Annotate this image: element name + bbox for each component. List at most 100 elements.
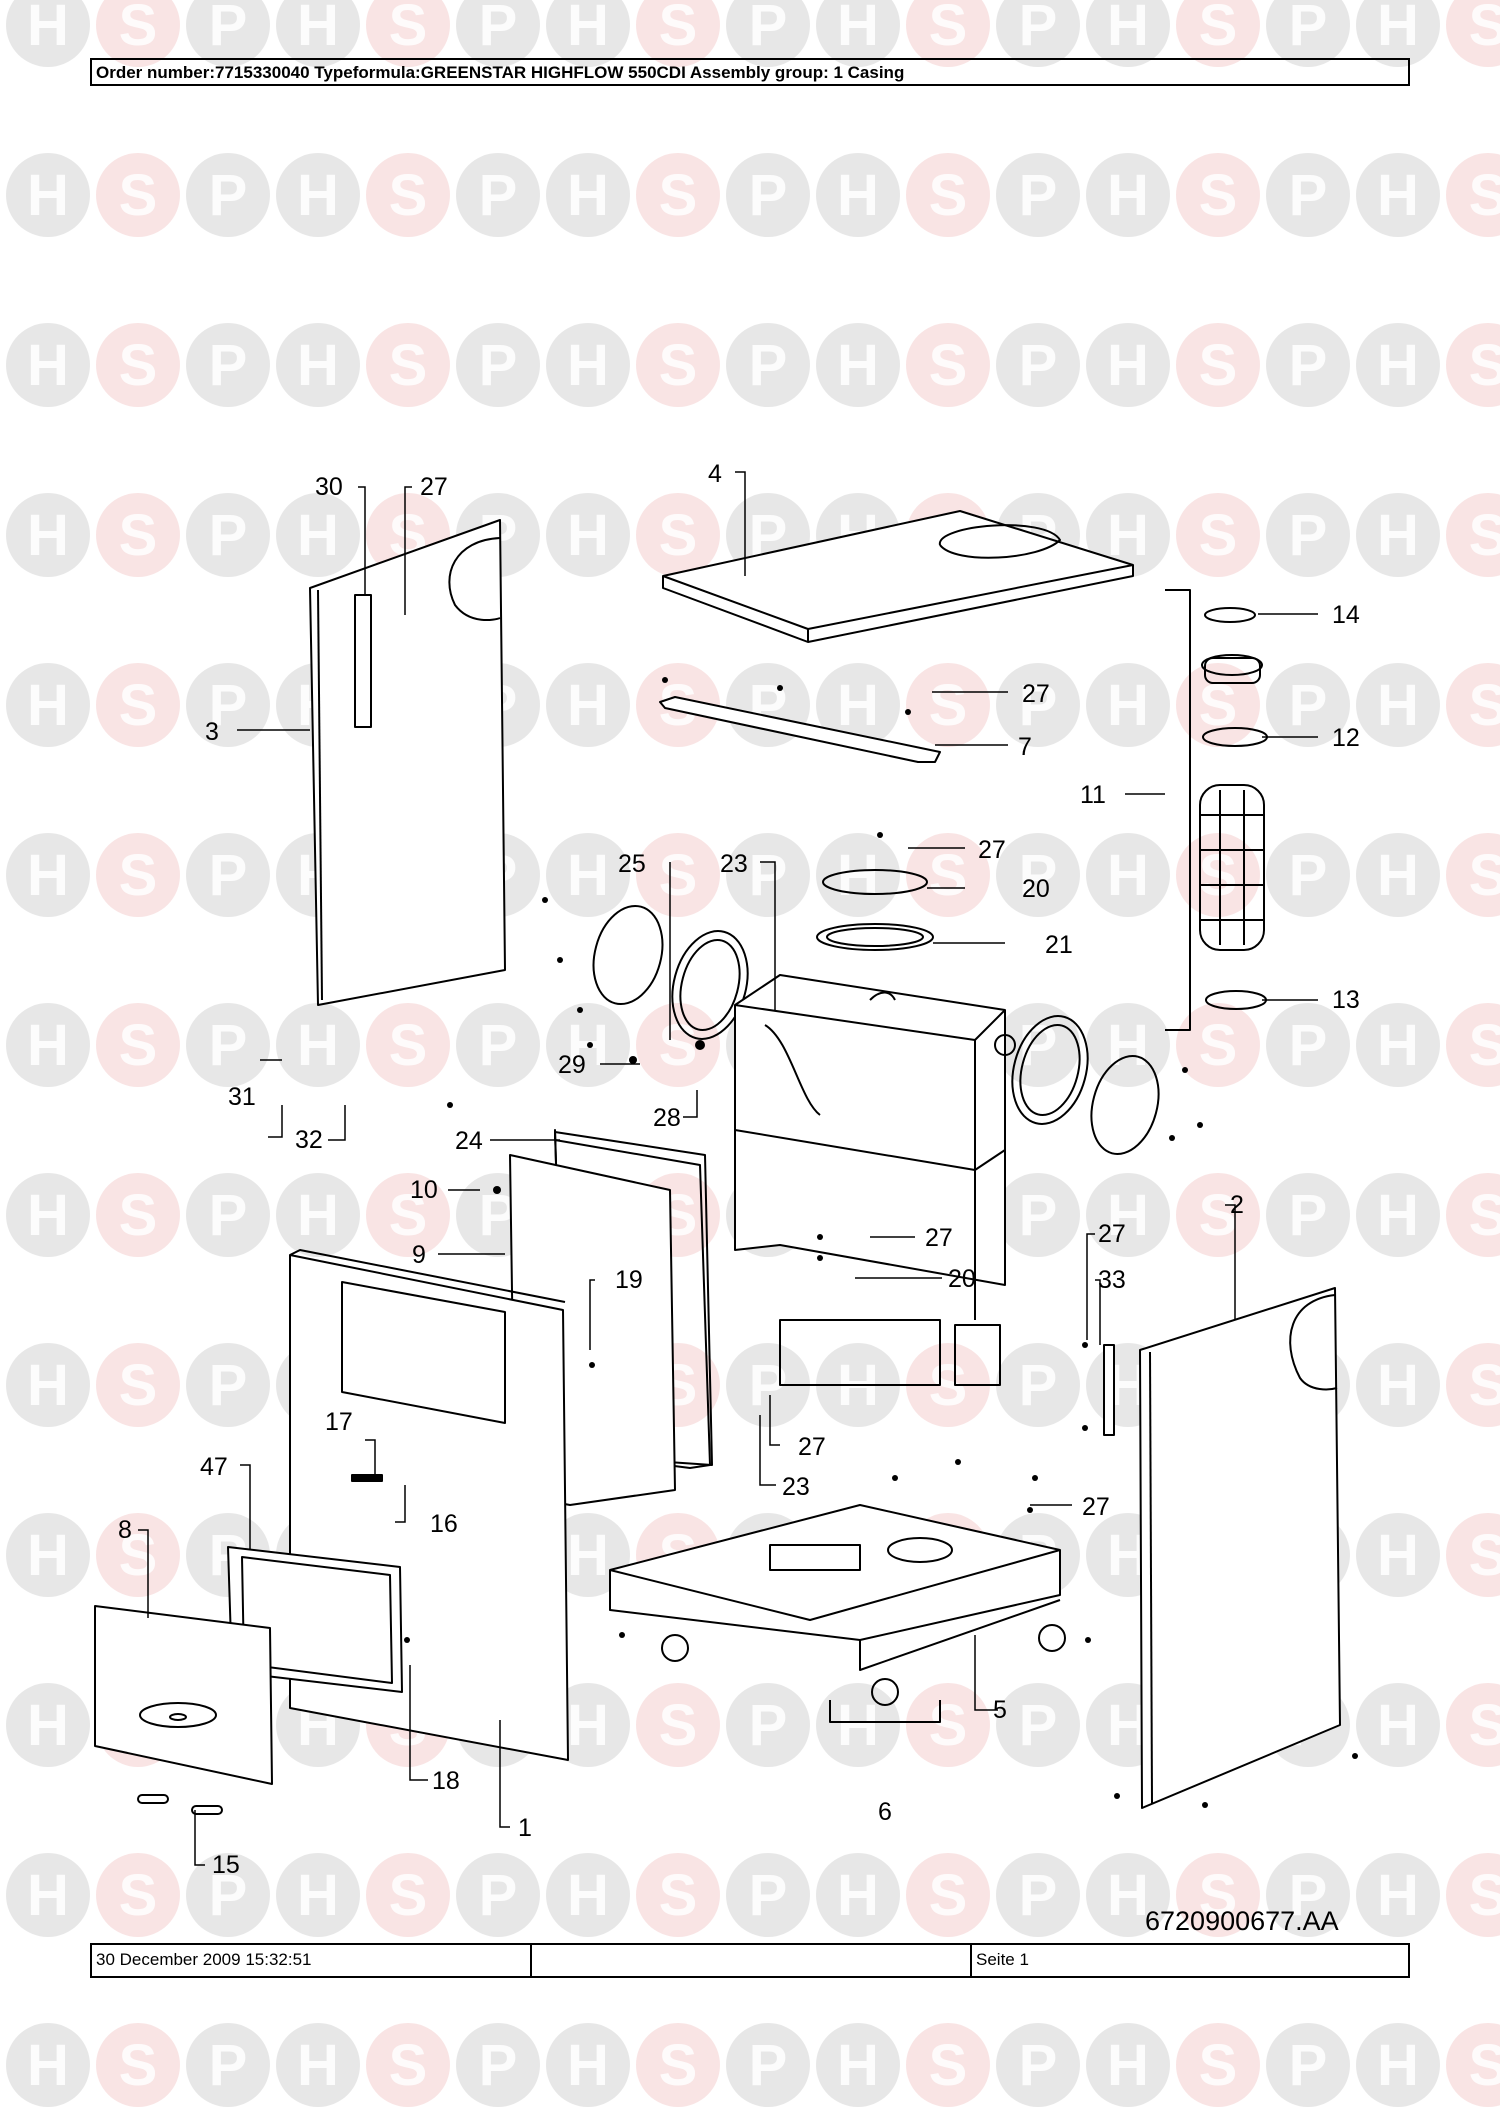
watermark-letter: S (1199, 163, 1238, 228)
label-5: 5 (993, 1696, 1007, 1724)
watermark-circle (6, 2023, 90, 2107)
watermark-circle (1356, 1513, 1440, 1597)
watermark-letter: S (389, 2033, 428, 2098)
label-29: 29 (558, 1051, 586, 1079)
label-2: 2 (1230, 1191, 1244, 1219)
watermark-letter: H (27, 673, 69, 738)
watermark-circle (1176, 1853, 1260, 1937)
watermark-letter: H (1377, 503, 1419, 568)
watermark-letter: S (119, 1353, 158, 1418)
footer-page: Seite 1 (976, 1950, 1029, 1969)
watermark-circle (1176, 323, 1260, 407)
watermark-circle (186, 1173, 270, 1257)
watermark-letter: S (1469, 1693, 1500, 1758)
label-25: 25 (618, 850, 646, 878)
watermark-letter: S (929, 1863, 968, 1928)
label-15: 15 (212, 1851, 240, 1879)
watermark-circle (726, 1683, 810, 1767)
watermark-circle (96, 1513, 180, 1597)
watermark-circle (1446, 323, 1500, 407)
watermark-letter: H (567, 503, 609, 568)
part-8-cover-plate (94, 1605, 273, 1785)
watermark-letter: P (209, 1013, 248, 1078)
label-28: 28 (653, 1104, 681, 1132)
watermark-circle (186, 0, 270, 67)
watermark-letter: P (1019, 0, 1058, 58)
watermark-circle (636, 0, 720, 67)
watermark-letter: H (567, 1693, 609, 1758)
watermark-circle (636, 493, 720, 577)
watermark-circle (1176, 0, 1260, 67)
label-27e: 27 (1098, 1220, 1126, 1248)
watermark-circle (906, 663, 990, 747)
watermark-letter: P (749, 0, 788, 58)
watermark-circle (276, 1853, 360, 1937)
label-34: 32 (295, 1126, 323, 1154)
watermark-letter: H (27, 1013, 69, 1078)
watermark-letter: S (1199, 1013, 1238, 1078)
watermark-letter: S (659, 503, 698, 568)
watermark-circle (186, 323, 270, 407)
watermark-letter: P (1289, 2033, 1328, 2098)
watermark-letter: S (389, 1013, 428, 1078)
label-19: 19 (615, 1266, 643, 1294)
watermark-letter: H (1377, 1693, 1419, 1758)
label-23: 23 (782, 1473, 810, 1501)
watermark-circle (546, 663, 630, 747)
watermark-letter: P (749, 333, 788, 398)
watermark-letter: P (1289, 673, 1328, 738)
watermark-circle (186, 2023, 270, 2107)
watermark-letter: P (1289, 333, 1328, 398)
watermark-letter: S (119, 0, 158, 58)
watermark-letter: H (297, 333, 339, 398)
watermark-circle (456, 1003, 540, 1087)
watermark-letter: P (209, 843, 248, 908)
watermark-circle (996, 2023, 1080, 2107)
watermark-circle (816, 0, 900, 67)
watermark-circle (1446, 1343, 1500, 1427)
watermark-circle (726, 1343, 810, 1427)
watermark-letter: S (389, 1863, 428, 1928)
watermark-letter: S (119, 843, 158, 908)
watermark-circle (6, 1173, 90, 1257)
watermark-circle (366, 323, 450, 407)
watermark-letter: P (209, 2033, 248, 2098)
label-31: 33 (1098, 1266, 1126, 1294)
watermark-circle (1356, 2023, 1440, 2107)
watermark-circle (1266, 833, 1350, 917)
watermark-circle (1356, 833, 1440, 917)
watermark-circle (636, 2023, 720, 2107)
watermark-circle (636, 1853, 720, 1937)
watermark-circle (1086, 1003, 1170, 1087)
watermark-letter: S (1469, 1353, 1500, 1418)
watermark-letter: H (837, 333, 879, 398)
watermark-circle (1356, 1683, 1440, 1767)
watermark-letter: S (1469, 673, 1500, 738)
watermark-letter: S (659, 1863, 698, 1928)
watermark-circle (636, 153, 720, 237)
watermark-letter: H (27, 2033, 69, 2098)
watermark-letter: S (1469, 1863, 1500, 1928)
watermark-letter: S (1199, 1863, 1238, 1928)
watermark-circle (816, 833, 900, 917)
watermark-letter: S (1199, 1183, 1238, 1248)
watermark-circle (1176, 833, 1260, 917)
watermark-circle (1446, 1513, 1500, 1597)
drawing-number: 6720900677.AA (1145, 1906, 1339, 1936)
watermark-letter: P (1289, 503, 1328, 568)
label-6: 6 (878, 1798, 892, 1826)
watermark-circle (1176, 1003, 1260, 1087)
watermark-circle (726, 2023, 810, 2107)
watermark-letter: S (389, 333, 428, 398)
watermark-letter: P (1289, 1013, 1328, 1078)
watermark-letter: H (1107, 673, 1149, 738)
watermark-circle (1356, 663, 1440, 747)
label-18: 18 (432, 1767, 460, 1795)
watermark-letter: S (929, 163, 968, 228)
watermark-circle (996, 1003, 1080, 1087)
watermark-letter: S (119, 503, 158, 568)
watermark-letter: P (209, 1353, 248, 1418)
watermark-letter: S (929, 2033, 968, 2098)
watermark-circle (1176, 2023, 1260, 2107)
watermark-letter: P (1019, 1863, 1058, 1928)
